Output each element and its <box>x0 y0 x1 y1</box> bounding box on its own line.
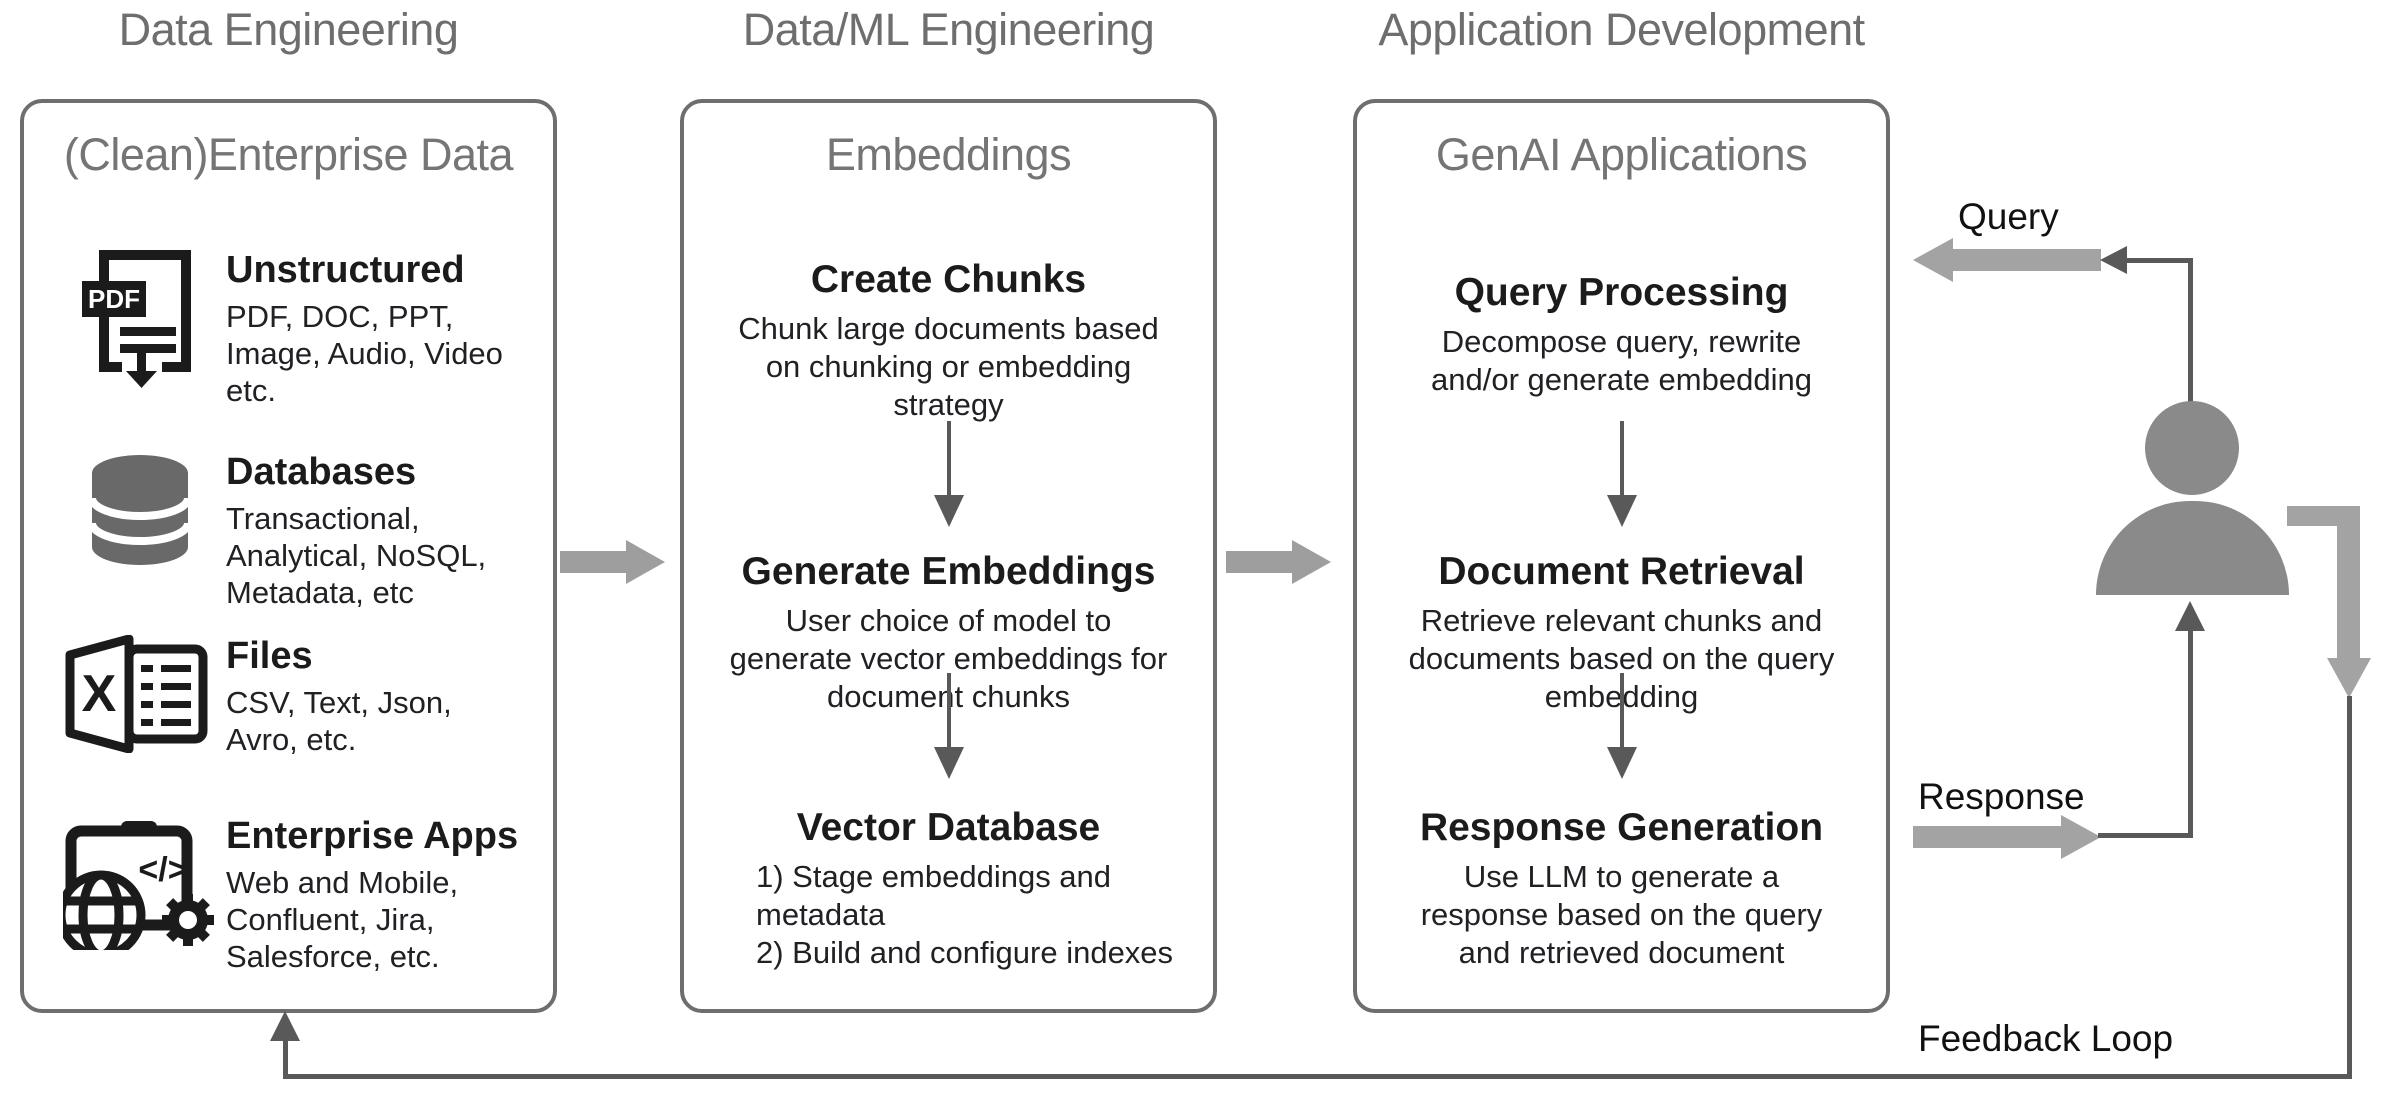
step-line: generate vector embeddings for <box>729 641 1168 676</box>
step-line: and/or generate embedding <box>1431 362 1812 397</box>
flow-arrow-data-to-embeddings <box>560 540 665 584</box>
step-line: Decompose query, rewrite <box>1441 324 1802 359</box>
response-label: Response <box>1918 776 2085 817</box>
step-line: response based on the query <box>1420 897 1823 932</box>
step-line: metadata <box>756 897 886 932</box>
feedback-left-line <box>283 1038 288 1078</box>
column-header-data-engineering: Data Engineering <box>118 4 459 55</box>
step-line: Use LLM to generate a <box>1463 859 1780 894</box>
database-icon <box>60 451 220 569</box>
row-line: Avro, etc. <box>226 722 357 757</box>
row-title: Enterprise Apps <box>226 815 519 857</box>
excel-x-letter: X <box>82 665 117 723</box>
user-icon <box>2145 401 2239 495</box>
feedback-loop-label: Feedback Loop <box>1918 1018 2174 1059</box>
data-source-row-files: X Files CSV, Text, Json, Avro, etc. <box>60 635 540 758</box>
pdf-document-icon: PDF <box>60 249 220 389</box>
row-line: Image, Audio, Video <box>226 336 503 371</box>
enterprise-panel-title: (Clean)Enterprise Data <box>63 129 514 180</box>
user-to-query-line <box>2188 258 2193 403</box>
response-to-user-line <box>2188 629 2193 838</box>
enterprise-data-panel: (Clean)Enterprise Data PDF Unstructured … <box>20 99 557 1013</box>
step-line: documents based on the query <box>1408 641 1835 676</box>
code-glyph: </> <box>138 851 187 889</box>
row-line: CSV, Text, Json, <box>226 685 452 720</box>
step-title: Create Chunks <box>810 258 1087 301</box>
step-title: Generate Embeddings <box>741 550 1156 593</box>
query-connector-line <box>2125 258 2193 263</box>
query-arrow <box>1913 238 2101 282</box>
step-line: Chunk large documents based <box>738 311 1159 346</box>
step-response-generation: Response Generation Use LLM to generate … <box>1357 806 1886 972</box>
step-vector-database: Vector Database 1) Stage embeddings and … <box>684 806 1213 972</box>
step-title: Response Generation <box>1419 806 1824 849</box>
query-line-arrowhead <box>2100 246 2127 274</box>
row-title: Files <box>226 635 313 677</box>
row-line: Analytical, NoSQL, <box>226 538 487 573</box>
row-line: Metadata, etc <box>226 575 414 610</box>
feedback-right-line <box>2347 696 2352 1079</box>
flow-arrow-embeddings-to-genai <box>1226 540 1331 584</box>
data-source-row-enterprise-apps: </> Enterprise Apps Web and Mobile, Conf… <box>60 815 540 975</box>
row-line: PDF, DOC, PPT, <box>226 299 454 334</box>
column-header-ml-engineering: Data/ML Engineering <box>742 4 1155 55</box>
down-arrow <box>1605 421 1639 527</box>
data-source-row-unstructured: PDF Unstructured PDF, DOC, PPT, Image, A… <box>60 249 540 409</box>
row-line: Transactional, <box>226 501 420 536</box>
step-line: and retrieved document <box>1458 935 1785 970</box>
row-line: etc. <box>226 373 276 408</box>
step-document-retrieval: Document Retrieval Retrieve relevant chu… <box>1357 550 1886 716</box>
down-arrow <box>1605 673 1639 779</box>
response-connector-line <box>2098 833 2193 838</box>
data-source-row-databases: Databases Transactional, Analytical, NoS… <box>60 451 540 611</box>
down-arrow <box>932 673 966 779</box>
feedback-bottom-line <box>283 1074 2352 1079</box>
enterprise-apps-icon: </> <box>60 815 220 950</box>
genai-applications-panel: GenAI Applications Query Processing Deco… <box>1353 99 1890 1013</box>
column-header-app-development: Application Development <box>1378 4 1865 55</box>
feedback-arrowhead <box>270 1011 300 1041</box>
down-arrow <box>932 421 966 527</box>
genai-panel-title: GenAI Applications <box>1435 129 1808 180</box>
step-title: Vector Database <box>796 806 1101 849</box>
embeddings-panel-title: Embeddings <box>825 129 1072 180</box>
step-title: Document Retrieval <box>1438 550 1805 593</box>
response-line-arrowhead <box>2175 601 2205 631</box>
pdf-badge-label: PDF <box>88 284 140 314</box>
row-title: Databases <box>226 451 417 493</box>
step-line: Retrieve relevant chunks and <box>1420 603 1823 638</box>
feedback-elbow-arrow <box>2287 506 2377 701</box>
step-line: 2) Build and configure indexes <box>756 935 1174 970</box>
row-line: Salesforce, etc. <box>226 939 440 974</box>
row-line: Web and Mobile, <box>226 865 459 900</box>
step-line: 1) Stage embeddings and <box>756 859 1112 894</box>
response-arrow <box>1913 815 2101 859</box>
excel-file-icon: X <box>60 635 220 753</box>
step-line: User choice of model to <box>785 603 1112 638</box>
step-create-chunks: Create Chunks Chunk large documents base… <box>684 258 1213 424</box>
query-label: Query <box>1958 196 2059 237</box>
step-line: on chunking or embedding <box>765 349 1132 384</box>
row-line: Confluent, Jira, <box>226 902 435 937</box>
step-line: strategy <box>893 387 1004 422</box>
user-icon-shoulders <box>2096 501 2289 595</box>
step-title: Query Processing <box>1454 271 1789 314</box>
step-query-processing: Query Processing Decompose query, rewrit… <box>1357 271 1886 399</box>
embeddings-panel: Embeddings Create Chunks Chunk large doc… <box>680 99 1217 1013</box>
row-title: Unstructured <box>226 249 465 291</box>
